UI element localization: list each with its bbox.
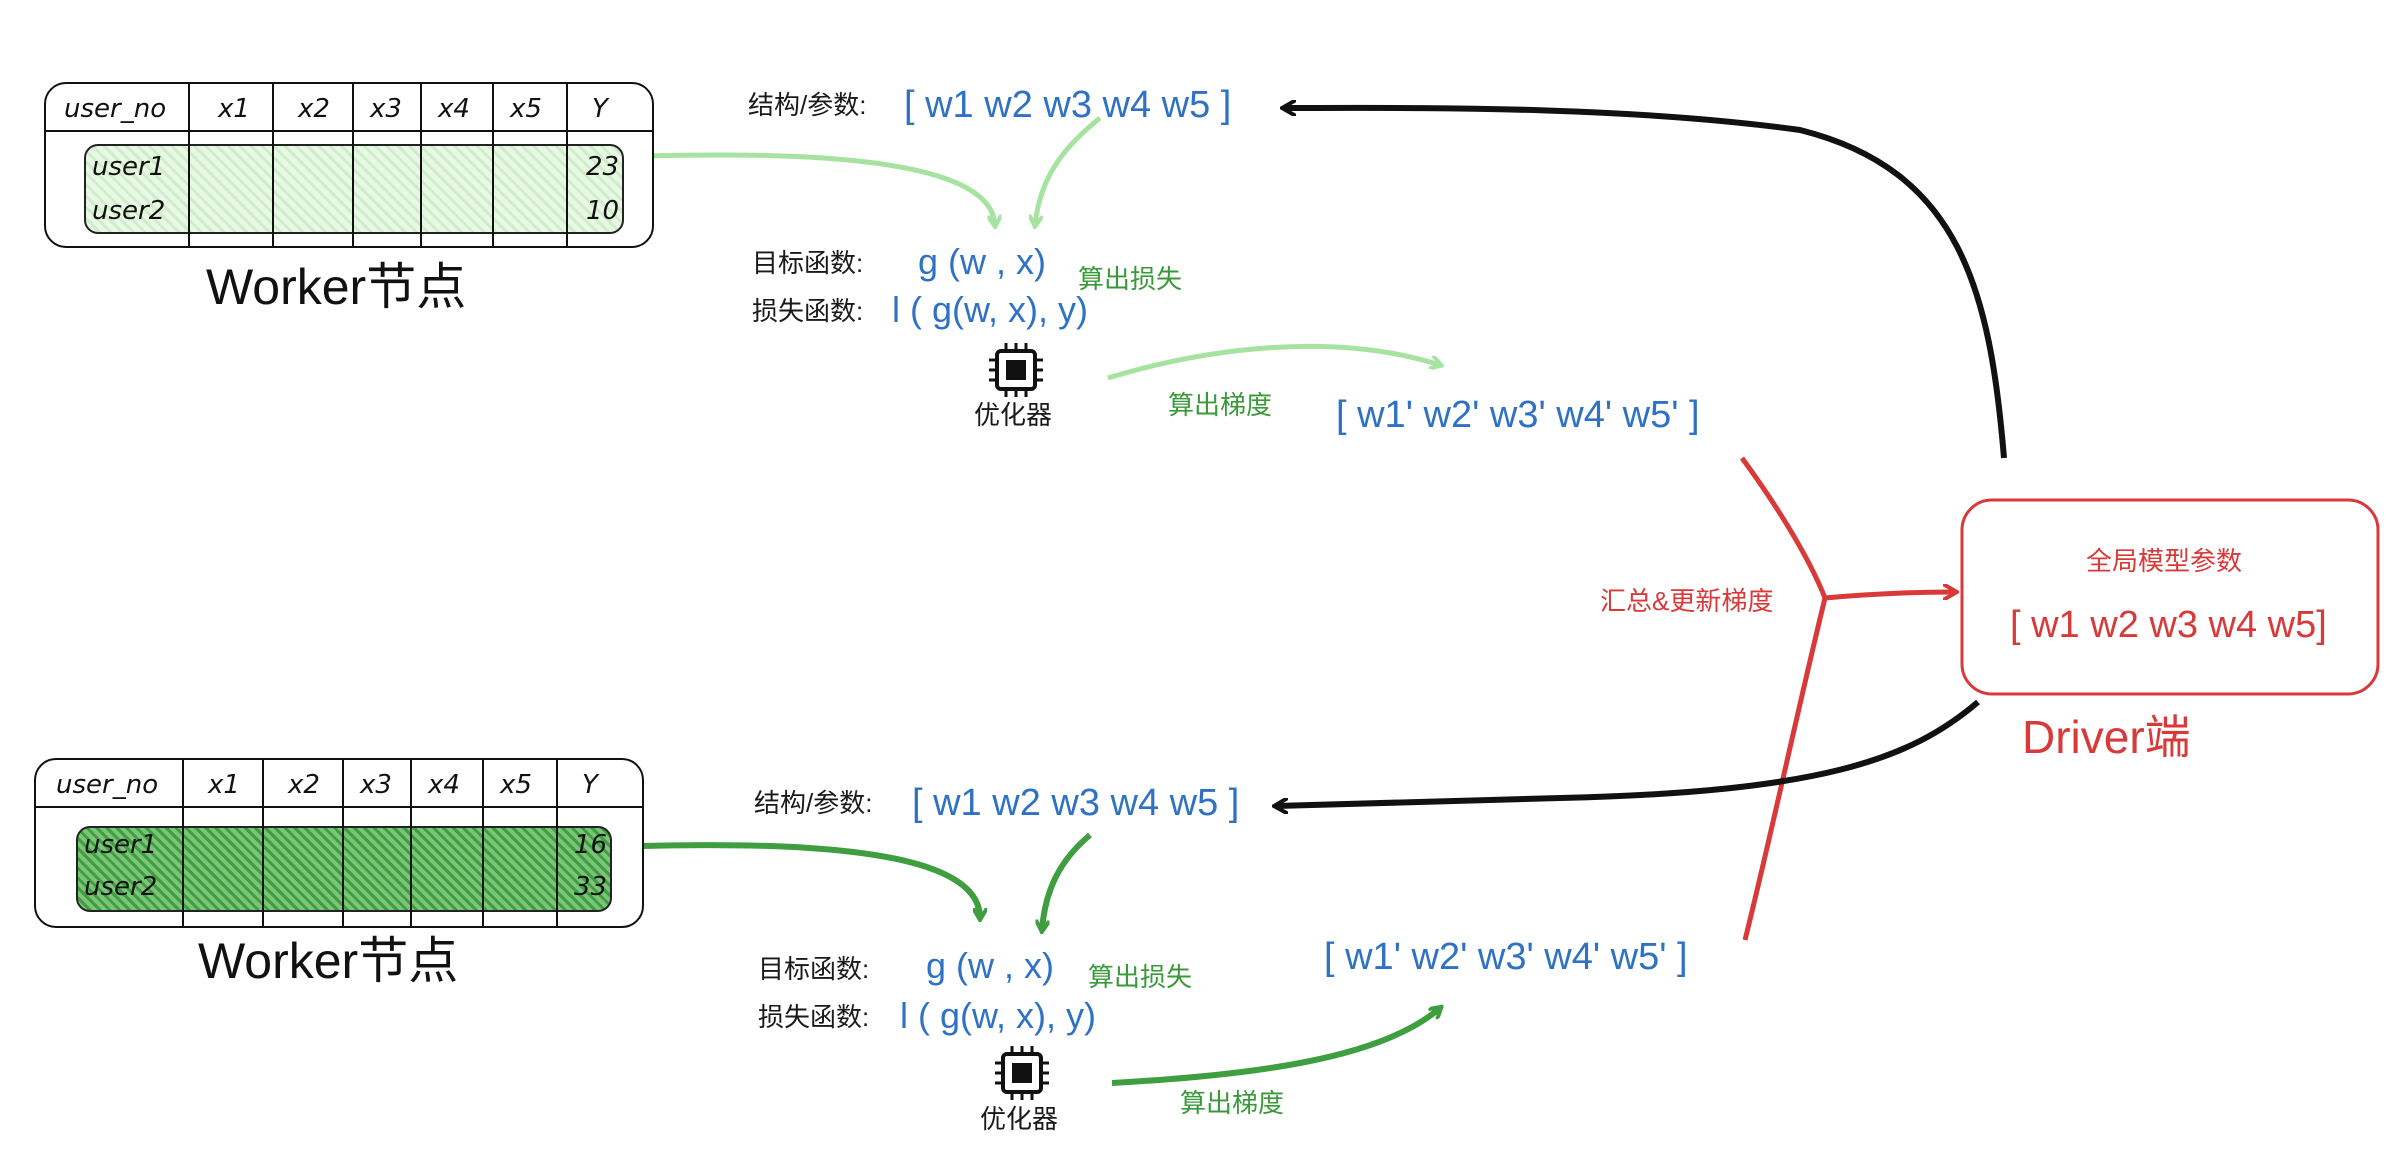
- row-user2: user2: [92, 196, 166, 226]
- header-x4: x4: [428, 770, 460, 800]
- driver-to-bottom-params-arrow: [1276, 699, 1980, 806]
- bottom-optimizer-chip-icon: [995, 1046, 1049, 1100]
- top-gradients: [ w1' w2' w3' w4' w5' ]: [1336, 394, 1700, 436]
- top-params-to-objective-arrow: [1035, 116, 1102, 225]
- aggregate-to-driver-arrow: [1824, 592, 1955, 601]
- header-y: Y: [592, 94, 608, 124]
- bottom-gradients-to-aggregate-line: [1742, 597, 1828, 941]
- row-user2: user2: [84, 872, 158, 902]
- table-header-row: [36, 760, 642, 808]
- top-worker-data-table: user_no x1 x2 x3 x4 x5 Y user1 23 user2 …: [44, 82, 654, 248]
- header-x4: x4: [438, 94, 470, 124]
- top-optimizer-label: 优化器: [974, 400, 1053, 430]
- driver-global-params-box: [1960, 498, 2380, 696]
- top-structure-label: 结构/参数:: [748, 90, 867, 120]
- driver-box-title: 全局模型参数: [2086, 546, 2243, 576]
- bottom-objective-label: 目标函数:: [758, 954, 870, 984]
- bottom-params-to-objective-arrow: [1042, 832, 1092, 930]
- top-objective-label: 目标函数:: [752, 248, 864, 278]
- driver-label: Driver端: [2022, 711, 2191, 763]
- header-user-no: user_no: [64, 94, 167, 124]
- top-worker-label: Worker节点: [206, 259, 467, 315]
- bottom-gradients: [ w1' w2' w3' w4' w5' ]: [1324, 936, 1688, 978]
- bottom-optimizer-to-gradients-arrow: [1111, 1008, 1440, 1086]
- header-x5: x5: [500, 770, 532, 800]
- header-x2: x2: [298, 94, 330, 124]
- top-optimizer-chip-icon: [989, 343, 1043, 397]
- data-row-band: [76, 826, 612, 912]
- row-user1-y: 16: [574, 830, 608, 860]
- bottom-compute-loss-label: 算出损失: [1088, 962, 1193, 992]
- top-gradients-to-aggregate-line: [1739, 456, 1828, 599]
- table-header-row: [46, 84, 652, 132]
- header-x5: x5: [510, 94, 542, 124]
- bottom-loss-formula: l ( g(w, x), y): [900, 995, 1096, 1036]
- row-user2-y: 33: [574, 872, 608, 902]
- top-compute-loss-label: 算出损失: [1078, 264, 1183, 294]
- driver-global-params: [ w1 w2 w3 w4 w5]: [2010, 604, 2327, 646]
- bottom-compute-grad-label: 算出梯度: [1180, 1088, 1285, 1118]
- aggregate-gradients-label: 汇总&更新梯度: [1600, 586, 1774, 616]
- top-loss-formula: l ( g(w, x), y): [892, 289, 1088, 330]
- header-x2: x2: [288, 770, 320, 800]
- top-params: [ w1 w2 w3 w4 w5 ]: [904, 84, 1232, 126]
- bottom-structure-label: 结构/参数:: [754, 788, 873, 818]
- data-row-band: [84, 144, 624, 234]
- row-user1-y: 23: [586, 152, 620, 182]
- row-user1: user1: [92, 152, 166, 182]
- top-optimizer-to-gradients-arrow: [1107, 343, 1440, 381]
- bottom-worker-label: Worker节点: [198, 933, 459, 989]
- header-x1: x1: [208, 770, 240, 800]
- top-loss-label: 损失函数:: [752, 296, 864, 326]
- bottom-worker-data-table: user_no x1 x2 x3 x4 x5 Y user1 16 user2 …: [34, 758, 644, 928]
- bottom-loss-label: 损失函数:: [758, 1002, 870, 1032]
- header-x3: x3: [370, 94, 402, 124]
- row-user2-y: 10: [586, 196, 620, 226]
- header-x3: x3: [360, 770, 392, 800]
- top-objective-formula: g (w , x): [918, 241, 1047, 282]
- driver-to-top-params-arrow: [1284, 108, 2007, 459]
- bottom-objective-formula: g (w , x): [926, 945, 1055, 986]
- header-y: Y: [582, 770, 598, 800]
- header-user-no: user_no: [56, 770, 159, 800]
- row-user1: user1: [84, 830, 158, 860]
- bottom-params: [ w1 w2 w3 w4 w5 ]: [912, 782, 1240, 824]
- top-compute-grad-label: 算出梯度: [1168, 390, 1273, 420]
- header-x1: x1: [218, 94, 250, 124]
- bottom-optimizer-label: 优化器: [980, 1104, 1059, 1134]
